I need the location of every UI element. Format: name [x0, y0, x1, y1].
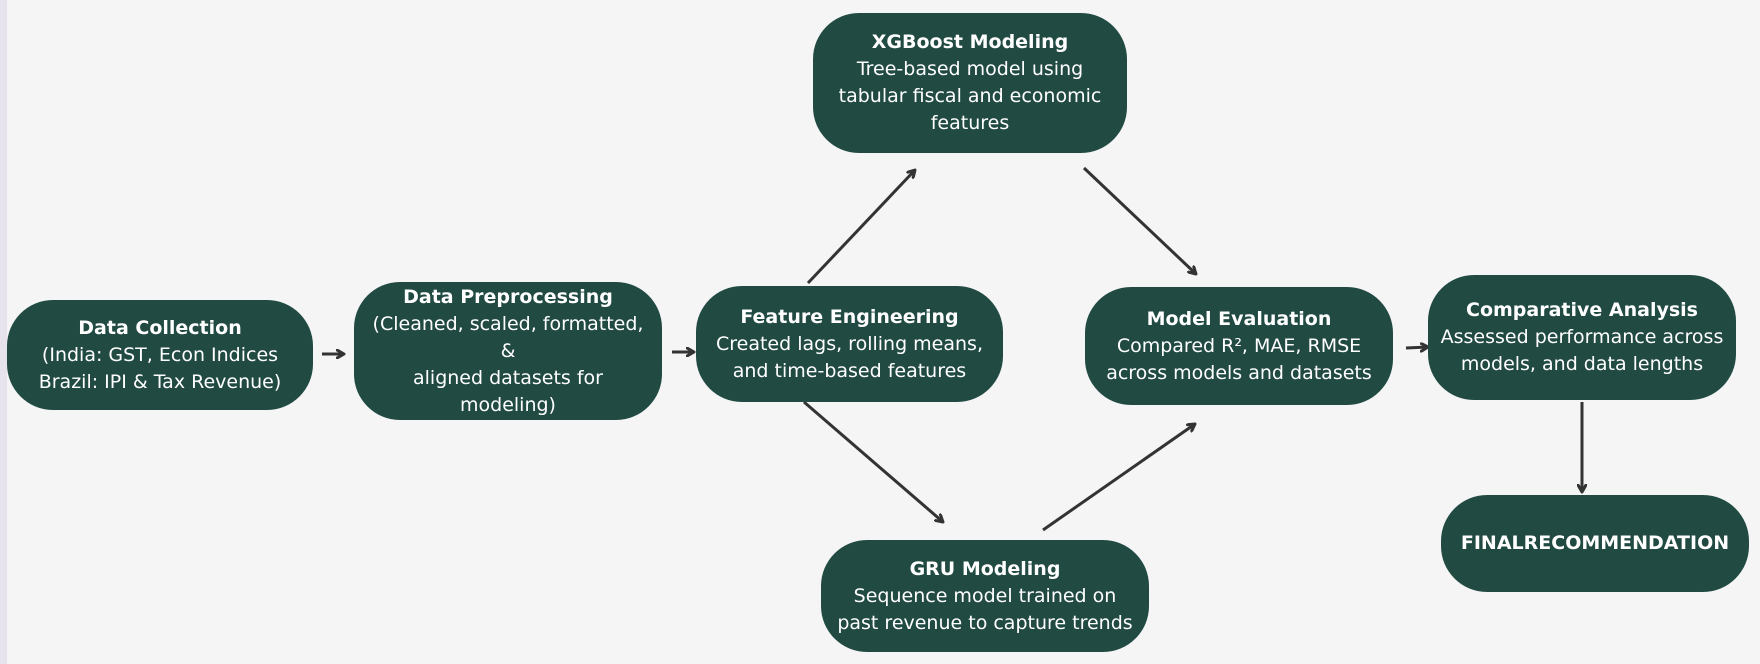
arrow-features-to-xgboost	[806, 170, 915, 285]
node-description: Compared R², MAE, RMSE across models and…	[1106, 334, 1372, 384]
node-title: Data Preprocessing	[403, 285, 613, 308]
node-final-recommendation: FINALRECOMMENDATION	[1441, 495, 1749, 592]
node-description: Assessed performance across models, and …	[1440, 326, 1724, 375]
node-data-collection: Data Collection (India: GST, Econ Indice…	[7, 300, 313, 410]
node-description: Sequence model trained on past revenue t…	[837, 584, 1133, 634]
node-description: Created lags, rolling means, and time-ba…	[715, 332, 983, 382]
arrow-xgboost-to-evaluation	[1082, 166, 1196, 274]
node-title: Feature Engineering	[740, 305, 959, 328]
node-title: Data Collection	[78, 316, 242, 339]
node-title: GRU Modeling	[909, 557, 1061, 580]
arrow-gru-to-evaluation	[1042, 424, 1195, 532]
left-edge-strip	[0, 0, 7, 664]
node-gru-modeling: GRU Modeling Sequence model trained on p…	[821, 540, 1149, 652]
arrow-evaluation-to-comparative	[1405, 347, 1428, 348]
node-title: Model Evaluation	[1146, 307, 1332, 330]
node-description: Tree-based model using tabular fiscal an…	[838, 58, 1102, 134]
node-description: (Cleaned, scaled, formatted, & aligned d…	[372, 312, 644, 416]
node-title: XGBoost Modeling	[871, 31, 1069, 53]
node-model-evaluation: Model Evaluation Compared R², MAE, RMSE …	[1085, 287, 1393, 405]
arrow-features-to-gru	[803, 400, 943, 522]
node-xgboost-modeling: XGBoost Modeling Tree-based model using …	[813, 13, 1127, 153]
node-description: (India: GST, Econ Indices Brazil: IPI & …	[38, 343, 282, 393]
node-feature-engineering: Feature Engineering Created lags, rollin…	[696, 286, 1003, 402]
node-title: Comparative Analysis	[1466, 299, 1698, 321]
node-comparative-analysis: Comparative Analysis Assessed performanc…	[1428, 275, 1736, 400]
node-data-preprocessing: Data Preprocessing (Cleaned, scaled, for…	[354, 282, 662, 420]
node-title: FINALRECOMMENDATION	[1460, 532, 1730, 554]
